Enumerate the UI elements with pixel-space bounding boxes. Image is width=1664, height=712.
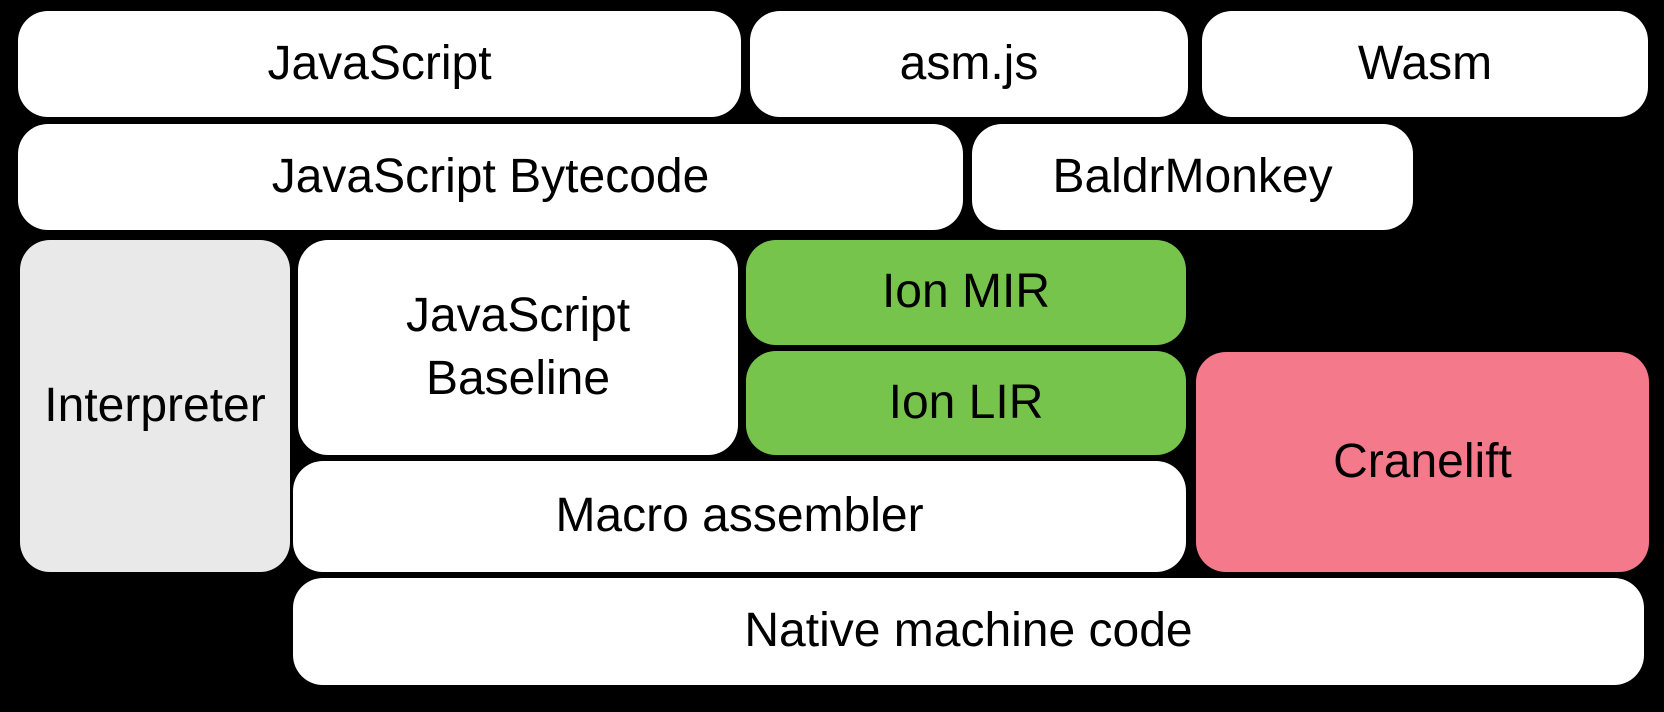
node-javascript-baseline-label: JavaScript Baseline (405, 289, 631, 405)
node-baldrmonkey: BaldrMonkey (972, 124, 1413, 230)
node-macro-assembler: Macro assembler (293, 461, 1186, 572)
node-asmjs-label: asm.js (899, 36, 1039, 90)
node-baldrmonkey-label: BaldrMonkey (1052, 149, 1333, 203)
node-javascript-bytecode-label: JavaScript Bytecode (271, 149, 710, 203)
node-wasm-label: Wasm (1357, 36, 1493, 90)
node-javascript-label: JavaScript (267, 36, 492, 90)
node-native-machine-code-label: Native machine code (744, 604, 1193, 658)
node-interpreter-label: Interpreter (44, 378, 266, 432)
node-javascript: JavaScript (18, 11, 741, 117)
node-ion-mir: Ion MIR (746, 240, 1186, 345)
node-ion-lir-label: Ion LIR (888, 375, 1044, 429)
node-native-machine-code: Native machine code (293, 578, 1644, 685)
node-cranelift-label: Cranelift (1333, 434, 1512, 488)
node-ion-lir: Ion LIR (746, 351, 1186, 455)
node-javascript-bytecode: JavaScript Bytecode (18, 124, 963, 230)
node-macro-assembler-label: Macro assembler (555, 489, 924, 543)
node-javascript-baseline: JavaScript Baseline (298, 240, 738, 455)
node-interpreter: Interpreter (20, 240, 290, 572)
node-asmjs: asm.js (750, 11, 1188, 117)
node-wasm: Wasm (1202, 11, 1648, 117)
node-ion-mir-label: Ion MIR (881, 265, 1051, 319)
node-cranelift: Cranelift (1196, 352, 1649, 572)
